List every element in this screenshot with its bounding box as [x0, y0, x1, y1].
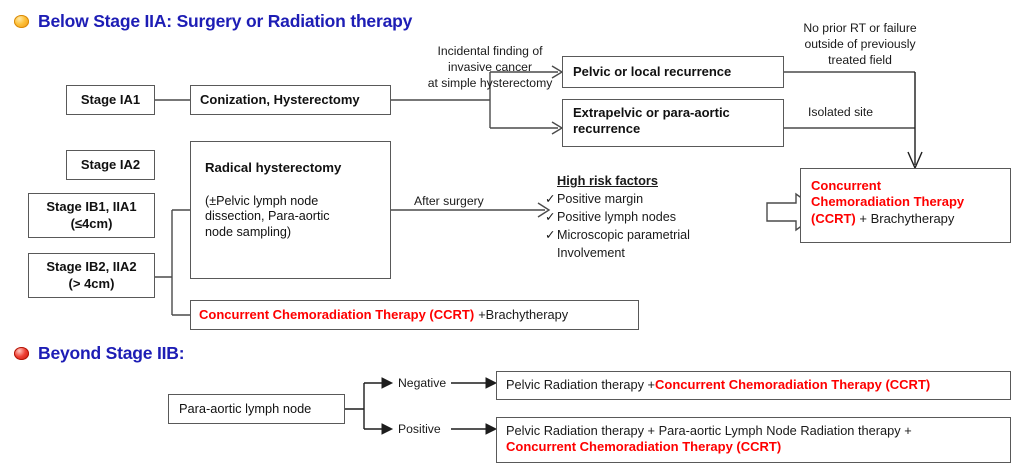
ccrt-red-text: Concurrent Chemoradiation Therapy (CCRT) [199, 306, 475, 322]
branch-label-negative: Negative [398, 376, 447, 390]
recurrence-box-pelvic-local: Pelvic or local recurrence [562, 56, 784, 88]
section-title-text: Below Stage IIA: Surgery or Radiation th… [38, 11, 413, 31]
arrowhead-negative-result [485, 377, 498, 389]
incidental-line3: at simple hysterectomy [427, 75, 553, 90]
no-prior-rt-line3: treated field [828, 52, 892, 67]
radical-detail-line1: (±Pelvic lymph node [205, 193, 319, 208]
checkmark-icon: ✓ [545, 210, 556, 225]
stage-label-line2: (> 4cm) [68, 275, 115, 291]
checkmark-icon: ✓ [545, 192, 556, 207]
positive-red-line2: Concurrent Chemoradiation Therapy (CCRT) [506, 439, 782, 455]
result-box-negative: Pelvic Radiation therapy + Concurrent Ch… [496, 371, 1011, 400]
branch-label-positive: Positive [398, 422, 441, 436]
outcome-plain-line3: + Brachytherapy [855, 210, 955, 226]
edge-label-no-prior-rt: No prior RT or failure outside of previo… [785, 21, 935, 69]
recurrence-box-extrapelvic-paraaortic: Extrapelvic or para-aortic recurrence [562, 99, 784, 147]
risk-item-text: Positive margin [557, 192, 644, 207]
stage-label-line2: (≤4cm) [70, 215, 113, 231]
stage-label-line1: Stage IB2, IIA2 [46, 259, 137, 275]
treatment-box-conization: Conization, Hysterectomy [190, 85, 391, 115]
arrowhead-negative [381, 377, 394, 389]
outcome-box-ccrt-brachytherapy: Concurrent Chemoradiation Therapy (CCRT)… [800, 168, 1011, 243]
incidental-line1: Incidental finding of [437, 44, 543, 58]
positive-plain-line1: Pelvic Radiation therapy + Para-aortic L… [506, 423, 912, 438]
treatment-box-radical-hysterectomy: Radical hysterectomy (±Pelvic lymph node… [190, 141, 391, 279]
section-heading-beyond-stage-iib: Beyond Stage IIB: [14, 343, 185, 364]
stage-box-ia2: Stage IA2 [66, 150, 155, 180]
arrowhead-positive [381, 423, 394, 435]
outcome-red-line3: (CCRT) [811, 210, 856, 226]
gold-ellipse-bullet-icon [14, 15, 29, 28]
radical-detail-line2: dissection, Para-aortic [205, 209, 330, 224]
radical-title: Radical hysterectomy [205, 160, 342, 175]
arrowhead-after-surgery [537, 202, 551, 218]
treatment-box-ccrt-brachytherapy: Concurrent Chemoradiation Therapy (CCRT)… [190, 300, 639, 330]
high-risk-factors-title: High risk factors [557, 173, 658, 188]
recurrence-label-line2: recurrence [573, 121, 641, 137]
stage-box-ib1-iia1: Stage IB1, IIA1 (≤4cm) [28, 193, 155, 238]
result-box-positive: Pelvic Radiation therapy + Para-aortic L… [496, 417, 1011, 463]
source-box-label: Para-aortic lymph node [179, 400, 312, 416]
recurrence-label-line1: Extrapelvic or para-aortic [573, 105, 730, 120]
outcome-line3: (CCRT) + Brachytherapy [811, 211, 954, 227]
risk-item: ✓Positive margin [545, 191, 690, 209]
outcome-red-line2: Chemoradiation Therapy [811, 194, 965, 210]
checkmark-icon: ✓ [545, 227, 556, 242]
stage-label: Stage IA1 [80, 91, 141, 107]
outcome-red-line1: Concurrent [811, 178, 882, 193]
stage-box-ia1: Stage IA1 [66, 85, 155, 115]
risk-item-text: Positive lymph nodes [557, 210, 677, 225]
stage-box-ib2-iia2: Stage IB2, IIA2 (> 4cm) [28, 253, 155, 298]
no-prior-rt-line2: outside of previously [804, 36, 916, 51]
risk-item-text: Microscopic parametrial [557, 227, 690, 242]
risk-item: ✓Microscopic parametrial [545, 227, 690, 245]
recurrence-label: Pelvic or local recurrence [573, 63, 732, 79]
arrowhead-positive-result [485, 423, 498, 435]
no-prior-rt-line1: No prior RT or failure [803, 21, 917, 35]
radical-detail-line3: node sampling) [205, 225, 292, 240]
stage-label: Stage IA2 [80, 156, 141, 172]
source-box-paraaortic-lymph-node: Para-aortic lymph node [168, 394, 345, 424]
ccrt-plain-text: +Brachytherapy [478, 306, 569, 322]
section-heading-below-stage-iia: Below Stage IIA: Surgery or Radiation th… [14, 11, 412, 32]
risk-item: ✓Positive lymph nodes [545, 209, 690, 227]
negative-plain-text: Pelvic Radiation therapy + [506, 377, 656, 393]
risk-item-continuation: Involvement [557, 245, 625, 260]
stage-label-line1: Stage IB1, IIA1 [46, 199, 137, 215]
edge-label-after-surgery: After surgery [414, 194, 484, 208]
edge-label-isolated-site: Isolated site [808, 105, 874, 119]
treatment-label: Conization, Hysterectomy [200, 91, 360, 107]
section-title-text: Beyond Stage IIB: [38, 343, 185, 363]
negative-red-text: Concurrent Chemoradiation Therapy (CCRT) [655, 377, 931, 393]
high-risk-factors-list: High risk factors ✓Positive margin ✓Posi… [545, 172, 690, 263]
incidental-line2: invasive cancer [448, 59, 532, 74]
red-ellipse-bullet-icon [14, 347, 29, 360]
edge-label-incidental-finding: Incidental finding of invasive cancer at… [400, 44, 580, 92]
